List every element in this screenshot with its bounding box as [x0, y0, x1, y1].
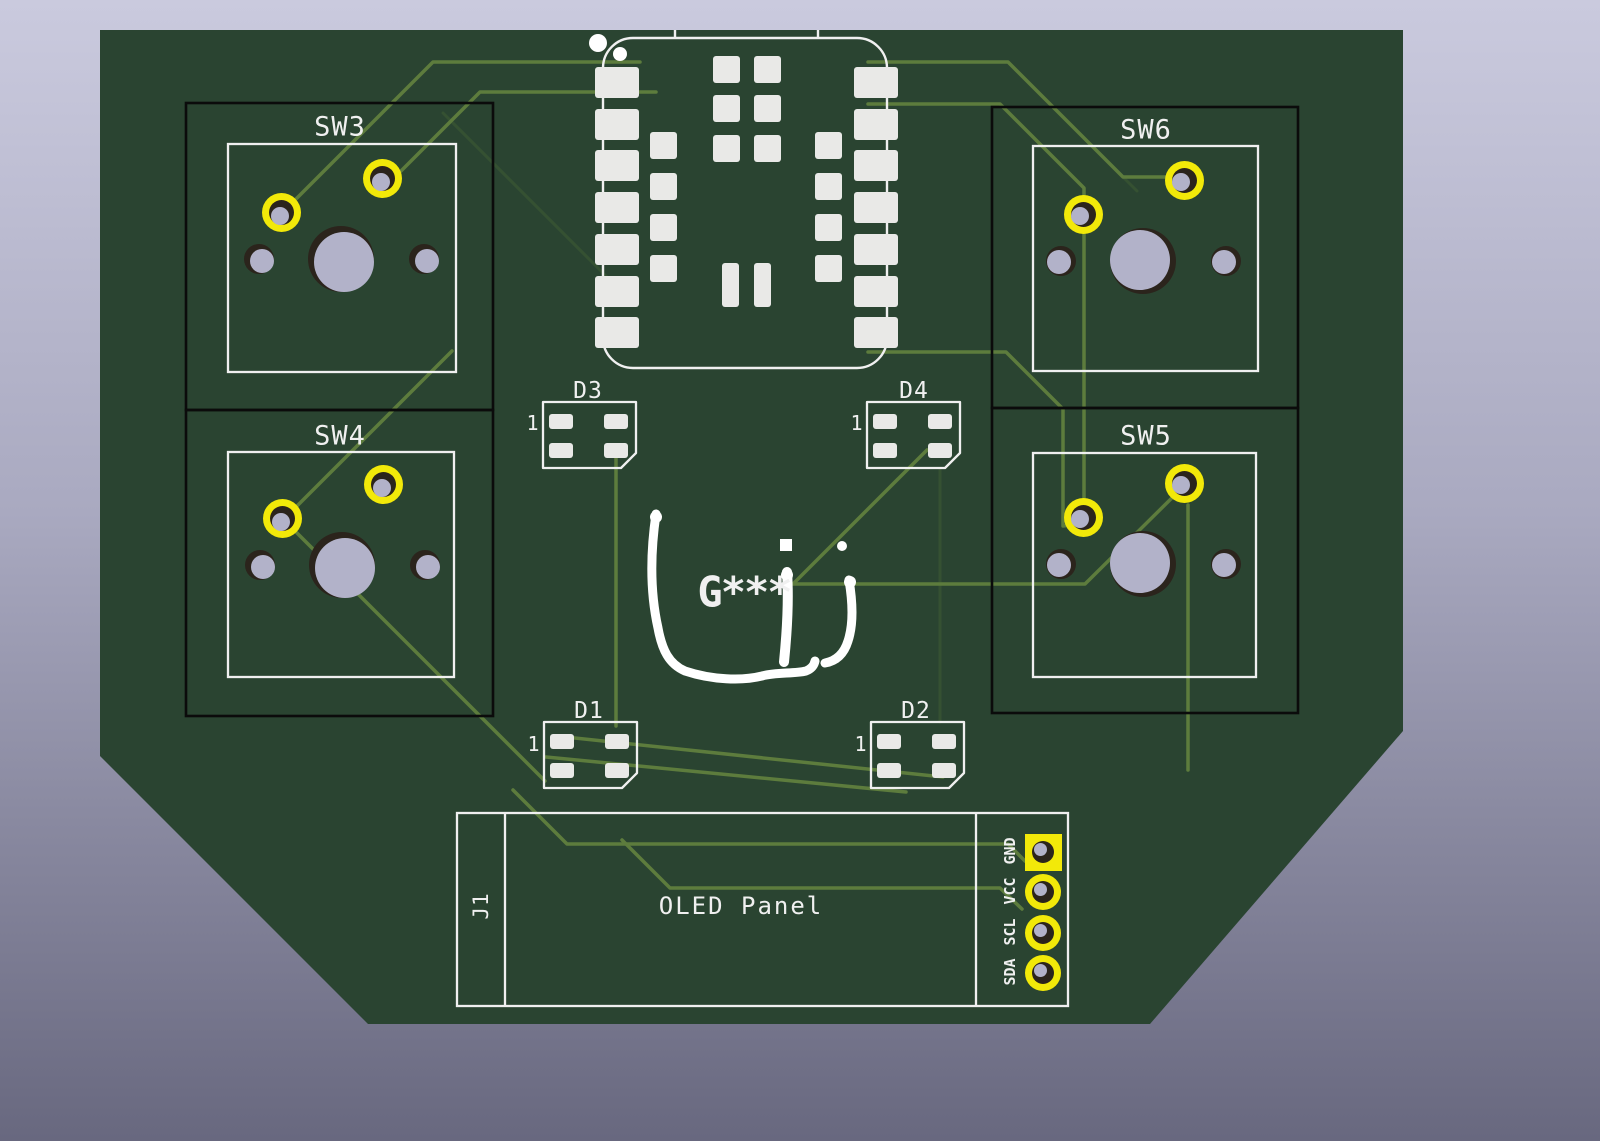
- drill-hole: [1211, 552, 1236, 577]
- drill-hole: [1110, 230, 1170, 290]
- pin-label-gnd: GND: [1001, 837, 1019, 865]
- drill-hole: [373, 478, 391, 497]
- drill-hole: [1211, 249, 1236, 274]
- mcu-pad-left: [595, 317, 639, 349]
- pin1-label-d1: 1: [527, 732, 541, 756]
- diode-pad: [605, 734, 629, 749]
- drill-hole: [250, 554, 275, 579]
- pin1-label-d4: 1: [850, 411, 864, 435]
- diode-pad: [550, 763, 574, 778]
- mcu-round-pad: [649, 131, 677, 159]
- diode-pad: [928, 443, 952, 458]
- logo-silkscreen: [647, 509, 857, 684]
- mcu-pad-left: [595, 275, 639, 307]
- mcu-pad-right: [854, 67, 898, 98]
- mcu-pin1-dot-small: [613, 47, 627, 61]
- mcu-small-pad: [754, 263, 771, 307]
- mcu-round-pad: [814, 213, 842, 241]
- pin-label-vcc: VCC: [1001, 877, 1019, 905]
- mcu-pad-left: [595, 192, 639, 224]
- mcu-round-pad: [753, 134, 781, 162]
- pin-label-sda: SDA: [1001, 958, 1019, 986]
- drill-hole: [414, 248, 439, 273]
- ref-label-sw5: SW5: [1120, 420, 1172, 452]
- mcu-pad-right: [854, 233, 898, 265]
- drill-hole: [1171, 173, 1190, 191]
- switch-courtyards: [184, 101, 1300, 718]
- drill-hole: [272, 512, 290, 531]
- pin-label-scl: SCL: [1001, 918, 1019, 946]
- mcu-pad-left: [595, 108, 639, 140]
- diode-pad: [877, 734, 901, 749]
- drill-hole: [1046, 552, 1071, 577]
- drill-hole: [314, 231, 374, 292]
- diode-pad: [932, 734, 956, 749]
- mcu-round-pad: [753, 55, 781, 83]
- drill-hole: [1070, 510, 1089, 528]
- mcu-round-pad: [712, 134, 740, 162]
- mcu-round-pad: [649, 254, 677, 282]
- drill-hole: [315, 537, 375, 598]
- ref-label-d2: D2: [901, 698, 931, 724]
- mcu-round-pad: [753, 94, 781, 122]
- mcu-pad-left: [595, 67, 639, 98]
- mcu-round-pad: [814, 131, 842, 159]
- mcu-pad-right: [854, 150, 898, 182]
- diode-pad: [932, 763, 956, 778]
- mcu-pad-right: [854, 108, 898, 140]
- drill-hole: [1171, 476, 1190, 494]
- mcu-round-pad: [649, 213, 677, 241]
- mcu-small-pad: [722, 263, 739, 307]
- drill-hole: [1070, 207, 1089, 225]
- drill-hole: [1034, 924, 1047, 937]
- diode-pad: [550, 734, 574, 749]
- ref-label-d3: D3: [573, 378, 603, 404]
- drill-hole: [1034, 883, 1047, 896]
- pin1-label-d3: 1: [526, 411, 540, 435]
- drill-hole: [1034, 843, 1047, 856]
- pin1-label-d2: 1: [854, 732, 868, 756]
- mcu-round-pad: [814, 172, 842, 200]
- mcu-round-pad: [649, 172, 677, 200]
- mcu-pad-right: [854, 275, 898, 307]
- diode-pad: [873, 414, 897, 429]
- diode-pad: [604, 414, 628, 429]
- oled-panel-label: OLED Panel: [658, 892, 824, 920]
- ref-label-j1: J1: [469, 892, 493, 920]
- mcu-round-pad: [712, 94, 740, 122]
- ref-label-sw6: SW6: [1120, 114, 1172, 146]
- drill-hole: [1034, 964, 1047, 977]
- ref-label-d1: D1: [574, 698, 604, 724]
- mcu-pin1-dot: [589, 34, 607, 52]
- ref-label-sw3: SW3: [314, 111, 366, 143]
- mcu-pad-left: [595, 233, 639, 265]
- diode-pad: [928, 414, 952, 429]
- drill-hole: [1046, 249, 1071, 274]
- diode-pad: [873, 443, 897, 458]
- diode-pad: [549, 414, 573, 429]
- diode-pad: [605, 763, 629, 778]
- mcu-round-pad: [712, 55, 740, 83]
- drill-hole: [1110, 533, 1170, 593]
- diode-silk-outlines: [541, 400, 966, 790]
- mcu-pad-right: [854, 317, 898, 349]
- logo-text: G***: [697, 567, 792, 617]
- ref-label-sw4: SW4: [314, 420, 366, 452]
- drill-hole: [271, 206, 289, 225]
- diode-pad: [877, 763, 901, 778]
- diode-pad: [549, 443, 573, 458]
- drill-hole: [372, 172, 390, 191]
- switch-silk-boxes: [226, 142, 1260, 679]
- mcu-pad-right: [854, 192, 898, 224]
- drill-hole: [415, 554, 440, 579]
- mcu-round-pad: [814, 254, 842, 282]
- mcu-pad-left: [595, 150, 639, 182]
- diode-pad: [604, 443, 628, 458]
- board-substrate: [100, 30, 1403, 1024]
- drill-hole: [249, 248, 274, 273]
- oled-connector-silk: [455, 811, 1070, 1008]
- ref-label-d4: D4: [899, 378, 929, 404]
